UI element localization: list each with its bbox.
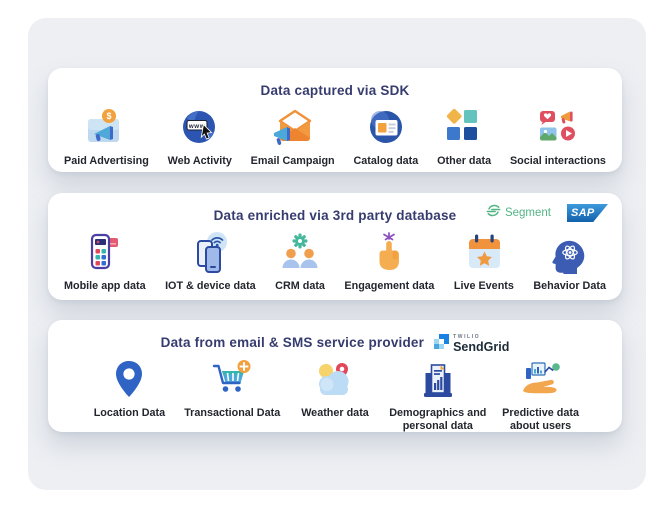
items-row: Location Data xyxy=(48,353,622,434)
paid-advertising-icon: $ xyxy=(83,105,129,151)
coin-glyph: $ xyxy=(107,111,112,121)
card-data-enriched-3rd-party: Data enriched via 3rd party database Seg… xyxy=(48,193,622,300)
item-email-campaign: Email Campaign xyxy=(251,105,335,167)
web-activity-icon: www xyxy=(177,105,223,151)
segment-logo-text: Segment xyxy=(504,207,551,219)
item-transactional-data: Transactional Data xyxy=(181,357,284,420)
weather-data-icon xyxy=(312,357,358,403)
background-panel: Data captured via SDK $ Paid Advertising xyxy=(28,18,646,490)
segment-logo-icon xyxy=(486,203,501,223)
item-label: Transactional Data xyxy=(184,407,281,419)
engagement-data-icon xyxy=(366,230,412,276)
predictive-data-about-users-icon xyxy=(518,357,564,403)
item-label: Web Activity xyxy=(167,155,232,167)
item-label: Live Events xyxy=(453,280,514,292)
item-engagement-data: Engagement data xyxy=(344,230,434,292)
sendgrid-logo: TWILIO SendGrid xyxy=(434,334,509,354)
card-title: Data enriched via 3rd party database xyxy=(213,207,457,223)
sendgrid-label: SendGrid xyxy=(453,339,510,354)
card-title: Data from email & SMS service provider xyxy=(160,334,425,350)
item-location-data: Location Data xyxy=(78,357,181,420)
email-campaign-icon xyxy=(270,105,316,151)
item-crm-data: CRM data xyxy=(275,230,325,292)
item-behavior-data: Behavior Data xyxy=(533,230,606,292)
item-demographics-personal-data: Demographics and personal data xyxy=(386,357,489,434)
item-label: Mobile app data xyxy=(64,280,146,292)
mobile-app-data-icon xyxy=(82,230,128,276)
item-label: Social interactions xyxy=(509,155,606,167)
item-label: CRM data xyxy=(275,280,325,292)
item-label: Catalog data xyxy=(353,155,419,167)
location-data-icon xyxy=(107,357,151,403)
item-label: IOT & device data xyxy=(165,280,256,292)
crm-data-icon xyxy=(277,230,323,276)
catalog-data-icon xyxy=(363,105,409,151)
card-header: Data enriched via 3rd party database Seg… xyxy=(48,193,622,226)
card-title: Data captured via SDK xyxy=(260,82,410,98)
sap-logo-text: SAP xyxy=(571,207,595,219)
item-predictive-data-about-users: Predictive data about users xyxy=(489,357,592,434)
item-web-activity: www Web Activity xyxy=(168,105,232,167)
card-data-captured-via-sdk: Data captured via SDK $ Paid Advertising xyxy=(48,68,622,172)
item-label: Paid Advertising xyxy=(64,155,149,167)
item-label: Predictive data about users xyxy=(502,407,579,433)
sap-logo: SAP xyxy=(567,204,608,222)
item-label: Location Data xyxy=(93,407,166,419)
items-row: $ Paid Advertising www xyxy=(48,101,622,167)
social-interactions-icon xyxy=(535,105,581,151)
item-social-interactions: Social interactions xyxy=(510,105,606,167)
other-data-icon xyxy=(441,105,487,151)
live-events-icon xyxy=(461,230,507,276)
segment-logo: Segment xyxy=(486,203,551,223)
sendgrid-logo-texts: TWILIO SendGrid xyxy=(453,333,510,354)
item-label: Email Campaign xyxy=(250,155,335,167)
behavior-data-icon xyxy=(547,230,593,276)
demographics-personal-data-icon xyxy=(416,357,460,403)
item-other-data: Other data xyxy=(437,105,491,167)
item-paid-advertising: $ Paid Advertising xyxy=(64,105,149,167)
item-label: Demographics and personal data xyxy=(389,407,487,433)
transactional-data-icon xyxy=(209,357,255,403)
item-iot-device-data: IOT & device data xyxy=(165,230,256,292)
partner-logos: Segment SAP xyxy=(486,203,608,223)
item-label: Weather data xyxy=(301,407,369,419)
card-header: Data from email & SMS service provider T… xyxy=(48,320,622,353)
card-data-from-email-sms-provider: Data from email & SMS service provider T… xyxy=(48,320,622,432)
sendgrid-logo-icon xyxy=(434,334,450,354)
item-label: Engagement data xyxy=(344,280,435,292)
item-label: Behavior Data xyxy=(533,280,606,292)
item-weather-data: Weather data xyxy=(284,357,387,420)
item-mobile-app-data: Mobile app data xyxy=(64,230,146,292)
iot-device-data-icon xyxy=(187,230,233,276)
item-label: Other data xyxy=(437,155,492,167)
twilio-label: TWILIO xyxy=(453,333,481,340)
items-row: Mobile app data IOT & device data xyxy=(48,226,622,292)
card-header: Data captured via SDK xyxy=(48,68,622,101)
item-live-events: Live Events xyxy=(454,230,514,292)
www-glyph: www xyxy=(188,123,205,130)
item-catalog-data: Catalog data xyxy=(353,105,418,167)
